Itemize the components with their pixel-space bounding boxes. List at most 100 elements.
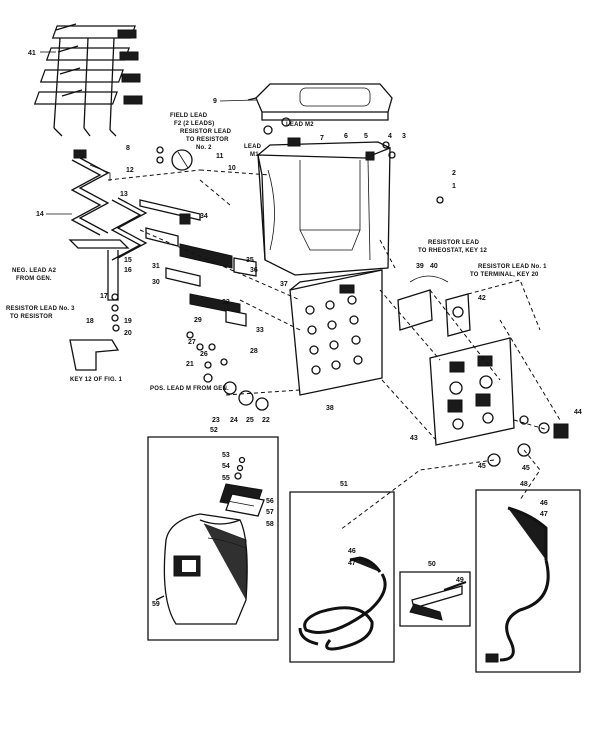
label-res-lead-r2-a: RESISTOR LEAD <box>180 129 232 135</box>
part-number-3: 3 <box>402 133 406 140</box>
part-number-52: 52 <box>210 427 218 434</box>
fin-stack-13 <box>110 197 148 261</box>
label-neg-lead-b: FROM GEN. <box>16 276 52 282</box>
component-rows <box>139 199 257 327</box>
part-number-39: 39 <box>416 263 424 270</box>
helmet-box-52 <box>147 436 279 641</box>
part-number-33: 33 <box>256 327 264 334</box>
label-lead-m1-b: M1 <box>250 152 259 158</box>
part-number-9: 9 <box>213 98 217 105</box>
assembly-leader-lines <box>107 169 561 531</box>
part-number-49: 49 <box>456 577 464 584</box>
front-hardware <box>186 331 269 411</box>
label-term-b: TO TERMINAL, KEY 20 <box>470 272 539 278</box>
part-number-8: 8 <box>126 145 130 152</box>
lens-plates <box>219 483 265 517</box>
part-number-56: 56 <box>266 498 274 505</box>
label-res-lead-r2-c: No. 2 <box>196 145 212 151</box>
part-number-25: 25 <box>246 417 254 424</box>
part-number-27: 27 <box>188 339 196 346</box>
part-number-32: 32 <box>222 299 230 306</box>
part-number-34: 34 <box>200 213 208 220</box>
part-number-29: 29 <box>194 317 202 324</box>
part-number-11: 11 <box>216 153 224 160</box>
part-number-51: 51 <box>340 481 348 488</box>
part-number-48: 48 <box>520 481 528 488</box>
part-number-54: 54 <box>222 463 230 470</box>
electrode-cable-box-51 <box>289 491 395 663</box>
label-rheo-b: TO RHEOSTAT, KEY 12 <box>418 248 488 254</box>
part-number-14: 14 <box>36 211 44 218</box>
part-number-40: 40 <box>430 263 438 270</box>
part-number-28: 28 <box>250 348 258 355</box>
welding-helmet <box>155 513 248 625</box>
part-number-16: 16 <box>124 267 132 274</box>
label-rheo-a: RESISTOR LEAD <box>428 240 480 246</box>
part-number-13: 13 <box>120 191 128 198</box>
part-number-20: 20 <box>124 330 132 337</box>
stand-bracket <box>68 239 130 301</box>
part-number-35: 35 <box>246 257 254 264</box>
part-number-4: 4 <box>388 133 392 140</box>
right-hardware <box>382 141 569 467</box>
part-number-5: 5 <box>364 133 368 140</box>
part-number-38: 38 <box>326 405 334 412</box>
part-number-47: 47 <box>348 560 356 567</box>
part-number-45b: 45 <box>478 463 486 470</box>
part-number-55: 55 <box>222 475 230 482</box>
label-term-a: RESISTOR LEAD No. 1 <box>478 264 547 270</box>
part-number-22: 22 <box>262 417 270 424</box>
part-number-46b: 46 <box>540 500 548 507</box>
part-number-19: 19 <box>124 318 132 325</box>
part-number-6: 6 <box>344 133 348 140</box>
electrode-holder-box-50 <box>399 571 471 627</box>
front-panel-38 <box>289 269 383 396</box>
part-number-24: 24 <box>230 417 238 424</box>
label-pos-lead: POS. LEAD M FROM GEN. <box>150 386 229 392</box>
heat-sink-14 <box>70 149 111 236</box>
part-number-43: 43 <box>410 435 418 442</box>
part-number-26: 26 <box>200 351 208 358</box>
part-number-42: 42 <box>478 295 486 302</box>
label-res-lead-r3-a: RESISTOR LEAD No. 3 <box>6 306 75 312</box>
top-cover <box>247 83 393 121</box>
part-number-41: 41 <box>28 50 36 57</box>
part-number-50: 50 <box>428 561 436 568</box>
part-number-15: 15 <box>124 257 132 264</box>
ground-cable-box-48 <box>475 489 581 673</box>
rectifier-stack-41 <box>33 23 143 137</box>
part-number-59: 59 <box>152 601 160 608</box>
part-number-23: 23 <box>212 417 220 424</box>
part-number-44: 44 <box>574 409 582 416</box>
label-field-lead: FIELD LEAD <box>170 113 208 119</box>
main-housing <box>257 141 391 276</box>
part-number-21: 21 <box>186 361 194 368</box>
part-number-53: 53 <box>222 452 230 459</box>
part-number-17: 17 <box>100 293 108 300</box>
upper-left-hardware <box>156 117 301 171</box>
label-res-lead-r2-b: TO RESISTOR <box>186 137 229 143</box>
part-number-47b: 47 <box>540 511 548 518</box>
label-key12: KEY 12 OF FIG. 1 <box>70 377 123 383</box>
part-number-58: 58 <box>266 521 274 528</box>
label-field-lead-2: F2 (2 LEADS) <box>174 121 214 127</box>
part-number-30: 30 <box>152 279 160 286</box>
hardware-column <box>111 293 120 332</box>
label-lead-m2: LEAD M2 <box>286 122 314 128</box>
label-lead-m1-a: LEAD <box>244 144 262 150</box>
bracket-part-18 <box>69 339 120 371</box>
label-res-lead-r3-b: TO RESISTOR <box>10 314 53 320</box>
rheostat-assembly <box>397 275 471 337</box>
part-number-2: 2 <box>452 170 456 177</box>
part-number-46: 46 <box>348 548 356 555</box>
part-number-1: 1 <box>452 183 456 190</box>
part-number-12: 12 <box>126 167 134 174</box>
part-number-57: 57 <box>266 509 274 516</box>
part-number-10: 10 <box>228 165 236 172</box>
part-number-45: 45 <box>522 465 530 472</box>
part-number-37: 37 <box>280 281 288 288</box>
part-number-7: 7 <box>320 135 324 142</box>
terminal-board-43 <box>429 337 515 446</box>
label-neg-lead-a: NEG. LEAD A2 <box>12 268 57 274</box>
